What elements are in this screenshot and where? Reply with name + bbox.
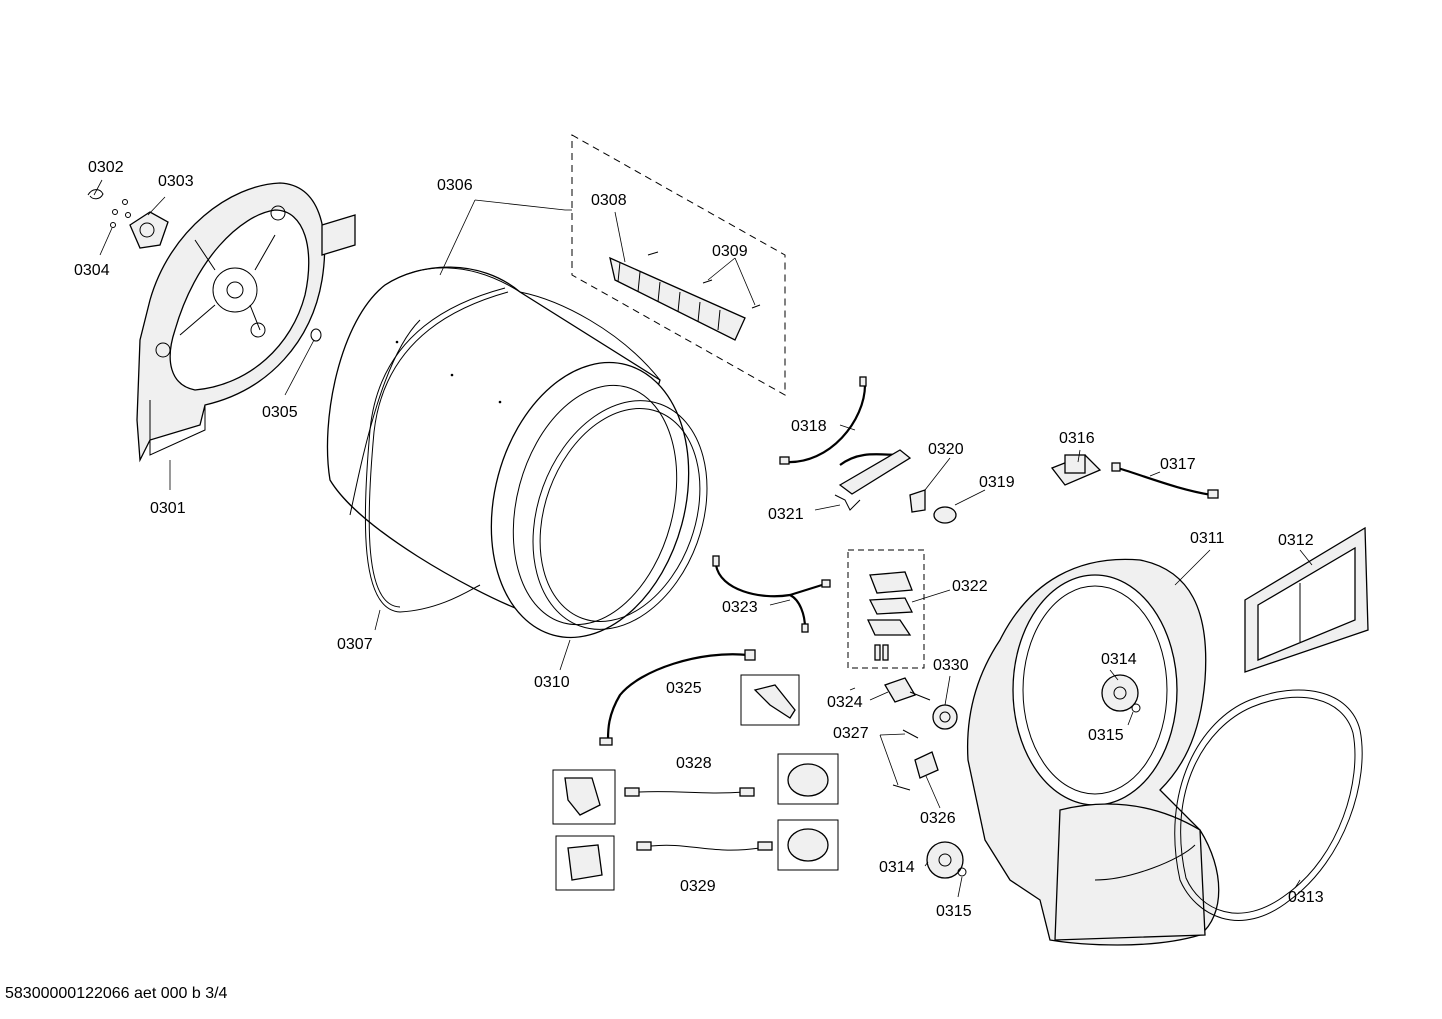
part-0312-filter-panel xyxy=(1244,526,1369,673)
label-0316: 0316 xyxy=(1059,430,1095,447)
label-0330: 0330 xyxy=(933,657,969,674)
part-0317-harness xyxy=(1111,462,1219,499)
part-0328-right-component xyxy=(787,763,829,797)
label-0308: 0308 xyxy=(591,192,627,209)
label-0303: 0303 xyxy=(158,173,194,190)
label-0324: 0324 xyxy=(827,694,863,711)
label-0313: 0313 xyxy=(1288,889,1324,906)
label-0321: 0321 xyxy=(768,506,804,523)
label-0326: 0326 xyxy=(920,810,956,827)
part-0324-sensor xyxy=(884,677,931,703)
label-0325: 0325 xyxy=(666,680,702,697)
part-0311-front-bulkhead xyxy=(966,558,1220,946)
part-0329-cable xyxy=(636,841,773,851)
label-0310: 0310 xyxy=(534,674,570,691)
label-0305: 0305 xyxy=(262,404,298,421)
label-0311: 0311 xyxy=(1190,530,1225,547)
part-0314-roller-lower xyxy=(926,841,964,879)
label-0302: 0302 xyxy=(88,159,124,176)
part-0315-clip-lower xyxy=(957,867,967,877)
label-0317: 0317 xyxy=(1160,456,1196,473)
label-0323: 0323 xyxy=(722,599,758,616)
label-0307: 0307 xyxy=(337,636,373,653)
part-0328-left-component xyxy=(564,777,601,816)
part-0320-connector xyxy=(909,489,926,513)
leader-lines xyxy=(93,179,1313,898)
label-0320: 0320 xyxy=(928,441,964,458)
part-0319-cap xyxy=(933,506,957,524)
part-0322-group-box xyxy=(847,549,925,669)
part-0301-rear-bulkhead xyxy=(136,182,356,463)
part-0303-bearing-plate xyxy=(129,211,169,249)
part-0325-sensor-cable xyxy=(599,649,756,746)
part-0308-baffle xyxy=(609,256,746,341)
label-0301: 0301 xyxy=(150,500,186,517)
label-0322: 0322 xyxy=(952,578,988,595)
label-0315-lower: 0315 xyxy=(936,903,972,920)
label-0328: 0328 xyxy=(676,755,712,772)
label-0306: 0306 xyxy=(437,177,473,194)
part-0328-cable xyxy=(624,787,755,797)
part-0327-screws xyxy=(892,729,919,791)
part-0309-screws xyxy=(647,251,761,309)
part-0329-right-component xyxy=(787,828,829,862)
part-0329-left-component xyxy=(567,844,603,881)
part-0323-cable xyxy=(712,555,831,633)
part-0307-belt xyxy=(364,287,509,613)
part-0315-clip-upper xyxy=(1131,703,1141,713)
part-0314-roller-upper xyxy=(1101,674,1139,712)
label-0319: 0319 xyxy=(979,474,1015,491)
part-0304-screws xyxy=(110,199,131,228)
label-0314-lower: 0314 xyxy=(879,859,915,876)
label-0309: 0309 xyxy=(712,243,748,260)
part-0330-wheel xyxy=(932,704,958,730)
part-0302-clip xyxy=(87,189,104,200)
baffle-dashed-outline xyxy=(571,134,786,396)
part-0321-sensor-holder xyxy=(834,449,912,511)
part-0322-filters xyxy=(866,571,914,661)
label-0304: 0304 xyxy=(74,262,110,279)
label-0327: 0327 xyxy=(833,725,869,742)
label-0314-upper: 0314 xyxy=(1101,651,1137,668)
label-0312: 0312 xyxy=(1278,532,1314,549)
label-0329: 0329 xyxy=(680,878,716,895)
part-0316-block xyxy=(1050,454,1102,486)
part-0326-sensor xyxy=(914,751,939,779)
label-0318: 0318 xyxy=(791,418,827,435)
part-0305-ring xyxy=(310,328,322,342)
part-0325-sensor xyxy=(753,684,796,719)
label-0315-upper: 0315 xyxy=(1088,727,1124,744)
part-0310-drum-seal xyxy=(490,361,708,639)
document-code: 58300000122066 aet 000 b 3/4 xyxy=(5,985,228,1002)
part-0313-door-seal xyxy=(1174,689,1363,921)
